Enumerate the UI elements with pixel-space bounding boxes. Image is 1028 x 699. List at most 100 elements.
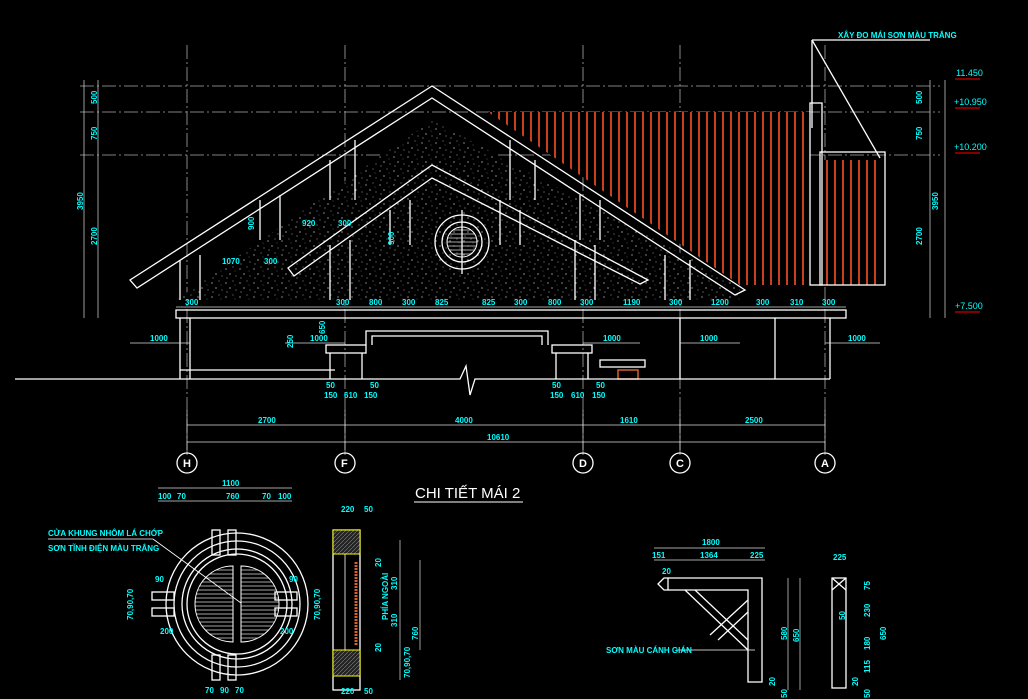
svg-text:100: 100 xyxy=(278,492,292,501)
bracket-detail: 1800 151 1364 225 20 SƠN MÀU CÁNH GIÁN 5… xyxy=(606,538,888,698)
svg-text:310: 310 xyxy=(390,613,399,627)
dim-label: 1000 xyxy=(848,334,866,343)
dim-label: 1200 xyxy=(711,298,729,307)
dim-label: 300 xyxy=(669,298,683,307)
outside-label: PHÍA NGOÀI xyxy=(381,573,390,620)
svg-text:20: 20 xyxy=(662,567,671,576)
svg-text:650: 650 xyxy=(792,628,801,642)
svg-text:50: 50 xyxy=(780,689,789,698)
dim-label: 4000 xyxy=(455,416,473,425)
svg-text:200: 200 xyxy=(280,627,294,636)
svg-text:230: 230 xyxy=(863,603,872,617)
dim-label: 2700 xyxy=(90,227,99,245)
svg-text:20: 20 xyxy=(851,677,860,686)
svg-text:50: 50 xyxy=(838,611,847,620)
note-top: XÂY ĐO MÁI SƠN MÀU TRẮNG xyxy=(838,31,957,40)
dim-label: 750 xyxy=(90,126,99,140)
dim-label: 800 xyxy=(369,298,383,307)
gable-wall xyxy=(129,85,747,300)
svg-text:90: 90 xyxy=(220,686,229,695)
dim-label: 2500 xyxy=(745,416,763,425)
elevation-label: 11.450 xyxy=(956,68,983,78)
dim-label: 825 xyxy=(435,298,449,307)
svg-text:70: 70 xyxy=(262,492,271,501)
svg-text:70: 70 xyxy=(205,686,214,695)
svg-text:310: 310 xyxy=(390,576,399,590)
dim-label: 650 xyxy=(318,320,327,334)
window-detail: 1100 100 70 760 70 100 CỬA KHUNG NHÔM LÁ… xyxy=(48,479,322,695)
axis-bubbles: H F D C A xyxy=(176,452,836,474)
svg-text:50: 50 xyxy=(863,689,872,698)
dim-label: 1000 xyxy=(700,334,718,343)
dim-label: 1000 xyxy=(603,334,621,343)
axis-label-a: A xyxy=(821,458,829,470)
base-dims: 300 300 800 300 825 825 300 800 300 1190… xyxy=(185,298,836,307)
svg-text:70,90,70: 70,90,70 xyxy=(126,588,135,620)
dim-label: 300 xyxy=(580,298,594,307)
svg-text:50: 50 xyxy=(552,381,561,390)
svg-text:20: 20 xyxy=(374,558,383,567)
dim-label: 1190 xyxy=(623,298,641,307)
dim-label: 1000 xyxy=(150,334,168,343)
dim-label: 1000 xyxy=(310,334,328,343)
bracket-note: SƠN MÀU CÁNH GIÁN xyxy=(606,646,692,655)
svg-text:200: 200 xyxy=(160,627,174,636)
dim-label: 300 xyxy=(756,298,770,307)
axis-label-d: D xyxy=(579,458,587,470)
window-note-2: SƠN TĨNH ĐIỆN MÀU TRẮNG xyxy=(48,544,159,553)
svg-text:115: 115 xyxy=(863,660,872,673)
svg-text:220: 220 xyxy=(341,505,355,514)
svg-text:225: 225 xyxy=(833,553,847,562)
svg-text:1364: 1364 xyxy=(700,551,718,560)
drawing-title: CHI TIẾT MÁI 2 xyxy=(415,485,520,502)
dim-label: 1070 xyxy=(222,257,240,266)
svg-text:20: 20 xyxy=(374,643,383,652)
svg-text:50: 50 xyxy=(370,381,379,390)
dim-label: 1610 xyxy=(620,416,638,425)
axis-label-c: C xyxy=(676,458,684,470)
dim-label: 825 xyxy=(482,298,496,307)
dim-label: 300 xyxy=(822,298,836,307)
dim-label: 2700 xyxy=(915,227,924,245)
svg-text:90: 90 xyxy=(155,575,164,584)
svg-text:180: 180 xyxy=(863,636,872,650)
dim-label: 3950 xyxy=(76,192,85,210)
dim-label: 920 xyxy=(302,219,316,228)
svg-text:151: 151 xyxy=(652,551,666,560)
dim-label: 800 xyxy=(548,298,562,307)
svg-text:70,90,70: 70,90,70 xyxy=(313,588,322,620)
svg-text:220: 220 xyxy=(341,687,355,696)
svg-text:610: 610 xyxy=(571,391,585,400)
svg-text:100: 100 xyxy=(158,492,172,501)
elevation-label: +7.500 xyxy=(955,301,983,311)
side-roof-hatched xyxy=(488,39,930,286)
dim-label: 500 xyxy=(915,90,924,104)
svg-text:225: 225 xyxy=(750,551,764,560)
window-section-detail: 220 50 220 50 PHÍA NGOÀI 20 310 310 20 7… xyxy=(332,505,421,696)
svg-text:90: 90 xyxy=(289,575,298,584)
column-dims: 50 50 150 610 150 50 50 150 610 150 xyxy=(324,381,606,400)
dim-label: 300 xyxy=(402,298,416,307)
svg-text:70,90,70: 70,90,70 xyxy=(403,646,412,678)
dimension-lines xyxy=(83,80,946,450)
dim-label: 500 xyxy=(90,90,99,104)
axis-dims: 2700 4000 1610 2500 10610 xyxy=(258,416,763,442)
dim-label: 300 xyxy=(336,298,350,307)
svg-text:610: 610 xyxy=(344,391,358,400)
axis-label-h: H xyxy=(183,458,191,470)
svg-text:150: 150 xyxy=(364,391,378,400)
dim-total: 10610 xyxy=(487,433,510,442)
dim-label: 300 xyxy=(264,257,278,266)
svg-text:580: 580 xyxy=(780,626,789,640)
ground-line xyxy=(15,363,830,396)
svg-text:150: 150 xyxy=(324,391,338,400)
left-vertical-dims: 500 750 2700 3950 500 750 2700 3950 xyxy=(76,90,940,245)
elevation-label: +10.200 xyxy=(954,142,987,152)
base-structure xyxy=(15,309,847,396)
dim-label: 2700 xyxy=(258,416,276,425)
dim-label: 300 xyxy=(185,298,199,307)
svg-text:20: 20 xyxy=(768,677,777,686)
svg-text:75: 75 xyxy=(863,581,872,590)
svg-text:150: 150 xyxy=(550,391,564,400)
